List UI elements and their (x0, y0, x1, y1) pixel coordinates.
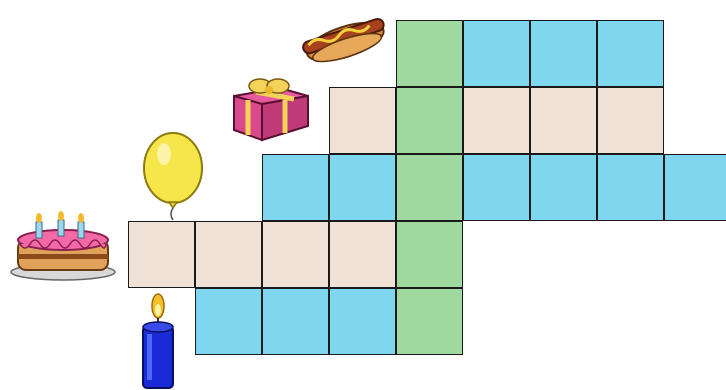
letter-cell[interactable] (664, 154, 726, 221)
mystery-word-cell[interactable] (396, 20, 463, 87)
letter-cell[interactable] (262, 288, 329, 355)
candle-icon (134, 292, 182, 390)
letter-cell[interactable] (195, 221, 262, 288)
letter-cell[interactable] (128, 221, 195, 288)
mystery-word-cell[interactable] (396, 221, 463, 288)
hot-dog-icon (298, 8, 390, 68)
mystery-word-cell[interactable] (396, 87, 463, 154)
letter-cell[interactable] (329, 288, 396, 355)
letter-cell[interactable] (530, 154, 597, 221)
birthday-cake-icon (8, 210, 118, 282)
letter-cell[interactable] (597, 154, 664, 221)
letter-cell[interactable] (530, 87, 597, 154)
letter-cell[interactable] (463, 154, 530, 221)
letter-cell[interactable] (530, 20, 597, 87)
letter-cell[interactable] (195, 288, 262, 355)
letter-cell[interactable] (329, 154, 396, 221)
gift-box-icon (228, 74, 314, 144)
letter-cell[interactable] (463, 20, 530, 87)
letter-cell[interactable] (597, 20, 664, 87)
letter-cell[interactable] (463, 87, 530, 154)
letter-cell[interactable] (329, 87, 396, 154)
letter-cell[interactable] (329, 221, 396, 288)
mystery-word-cell[interactable] (396, 154, 463, 221)
letter-cell[interactable] (262, 154, 329, 221)
letter-cell[interactable] (597, 87, 664, 154)
mystery-word-cell[interactable] (396, 288, 463, 355)
letter-cell[interactable] (262, 221, 329, 288)
balloon-icon (140, 130, 206, 222)
